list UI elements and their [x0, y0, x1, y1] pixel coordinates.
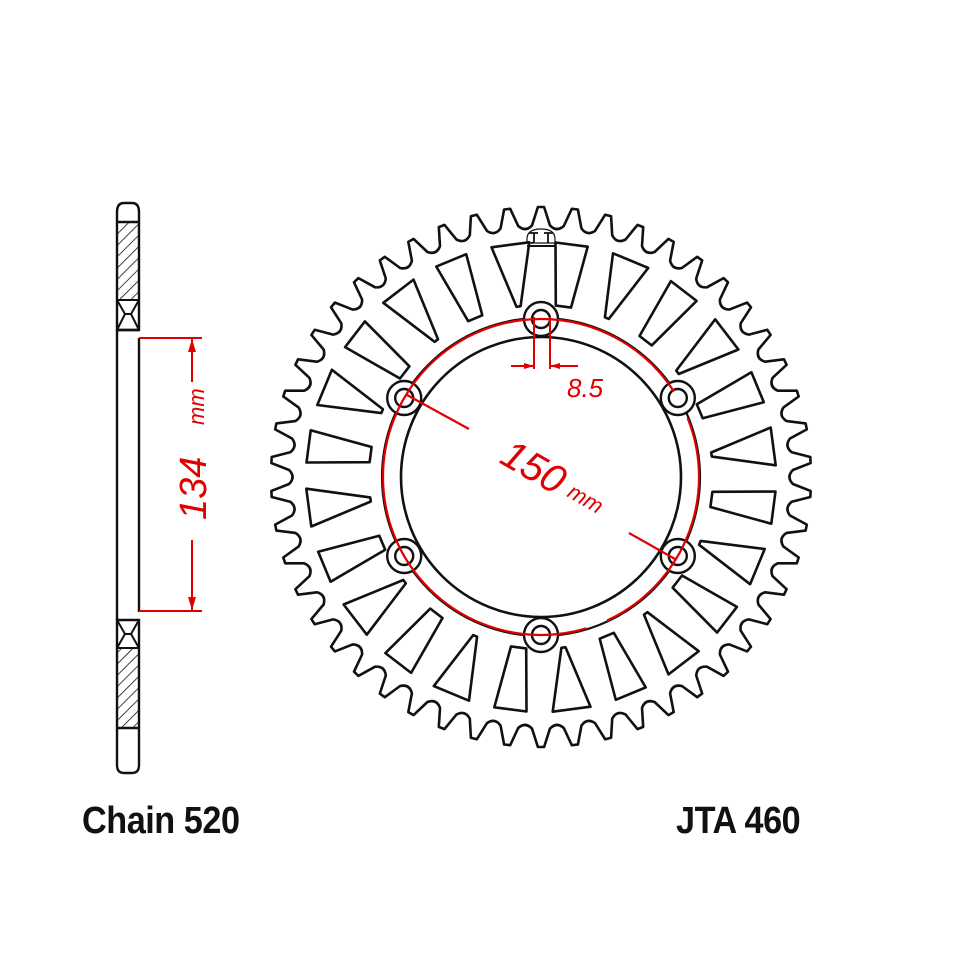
window-cutout [384, 607, 444, 675]
window-cutout [435, 252, 484, 323]
part-number-label: JTA 460 [676, 800, 801, 842]
bolt-hole-icon [667, 387, 689, 409]
bolt-circle-dimension-value: 150 [494, 432, 574, 503]
bore-dimension-unit: mm [184, 388, 209, 425]
window-cutout [551, 645, 592, 713]
front-view [270, 205, 812, 749]
window-cutout [642, 610, 700, 676]
window-cutout [598, 631, 647, 702]
window-cutout [697, 539, 766, 586]
chain-size-label: Chain 520 [82, 800, 240, 842]
sprocket-teeth-outline [270, 205, 812, 749]
window-cutout [432, 633, 479, 702]
window-cutout [671, 574, 739, 634]
bolt-circle-dimension-unit: mm [564, 479, 608, 519]
window-cutout [603, 252, 650, 321]
window-cutout [305, 487, 373, 528]
window-cutout [674, 318, 740, 376]
window-cutout [316, 534, 387, 583]
window-cutout [305, 429, 373, 464]
window-cutout [490, 241, 531, 309]
bolt-hole-dimension-value: 8.5 [567, 373, 604, 403]
window-cutout [638, 279, 698, 347]
side-section-view [115, 201, 141, 775]
bore-dimension-value: 134 [173, 457, 215, 520]
bolt-hole-dimension [511, 317, 578, 369]
window-cutout [342, 578, 408, 636]
window-cutout [554, 241, 589, 309]
jt-logo [526, 228, 556, 247]
window-cutout [709, 490, 777, 525]
lightening-windows [305, 241, 777, 713]
bore-dimension [139, 337, 202, 612]
window-cutout [709, 426, 777, 467]
window-cutout [493, 645, 528, 713]
window-cutout [695, 371, 766, 420]
bolt-circle-dimension [381, 317, 701, 637]
window-cutout [343, 320, 411, 380]
window-cutout [316, 368, 385, 415]
window-cutout [382, 278, 440, 344]
